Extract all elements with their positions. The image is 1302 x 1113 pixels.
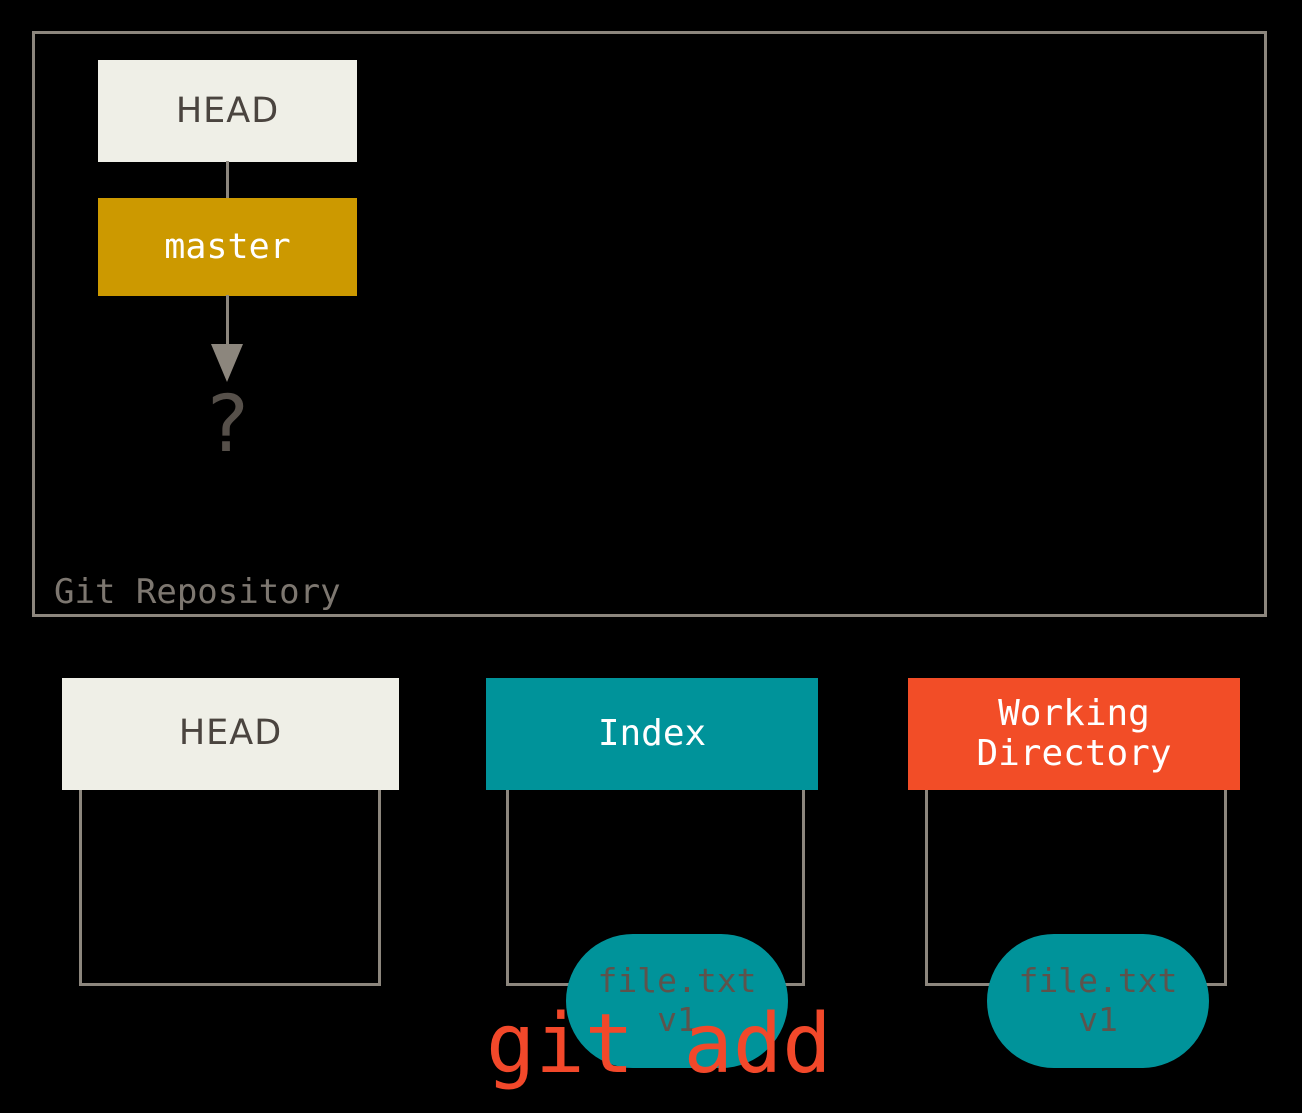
- repo-head-label: HEAD: [175, 91, 280, 131]
- git-add-caption: git add: [486, 997, 832, 1092]
- head-area-header-label: HEAD: [178, 713, 283, 754]
- working-directory-area-header-label: Working Directory: [976, 692, 1172, 774]
- repo-head-box: HEAD: [98, 60, 357, 162]
- working-directory-area-header: Working Directory: [908, 678, 1240, 790]
- repo-master-label: master: [164, 227, 291, 267]
- working-directory-file-name: file.txt: [1018, 961, 1178, 1001]
- index-area-header-label: Index: [597, 712, 707, 754]
- repo-master-box: master: [98, 198, 357, 296]
- head-area-header: HEAD: [62, 678, 399, 790]
- connector-master-to-commit: [226, 295, 229, 350]
- index-file-name: file.txt: [597, 961, 757, 1001]
- index-file-version: v1: [657, 1000, 697, 1039]
- index-area-body: file.txt v1: [506, 790, 805, 1068]
- working-directory-file-blob: file.txt v1: [987, 934, 1209, 1068]
- working-directory-area-body: file.txt v1: [925, 790, 1227, 1068]
- unknown-commit-placeholder: ?: [207, 380, 249, 470]
- index-area-header: Index: [486, 678, 818, 790]
- head-area-body: [79, 790, 381, 986]
- git-repository-frame: [32, 31, 1267, 617]
- arrow-down-icon: [211, 344, 243, 382]
- git-repository-label: Git Repository: [54, 572, 341, 612]
- working-directory-file-version: v1: [1078, 1000, 1118, 1039]
- index-file-blob: file.txt v1: [566, 934, 788, 1068]
- connector-head-to-master: [226, 161, 229, 199]
